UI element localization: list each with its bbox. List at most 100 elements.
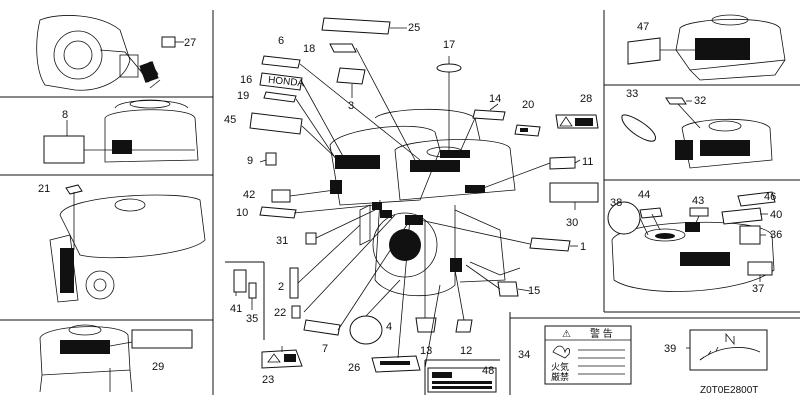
callout-15: 15 <box>528 285 540 297</box>
label-16-decal <box>259 72 303 91</box>
label-31-decal <box>305 232 317 245</box>
callout-10: 10 <box>236 207 248 219</box>
callout-1: 1 <box>580 241 586 253</box>
callout-14: 14 <box>489 93 501 105</box>
label-29-decal <box>131 329 193 349</box>
label-18-decal <box>329 43 357 53</box>
callout-44: 44 <box>638 189 650 201</box>
label-3-decal <box>336 67 366 85</box>
label-33-decal <box>621 114 656 142</box>
label-35-decal <box>248 282 257 299</box>
label-8-panel <box>43 99 199 164</box>
callout-32: 32 <box>694 95 706 107</box>
leader-lines <box>235 27 581 369</box>
callout-21: 21 <box>38 183 50 195</box>
callout-28: 28 <box>580 93 592 105</box>
callout-18: 18 <box>303 43 315 55</box>
label-17-decal <box>436 63 462 73</box>
label-32-33-panel <box>621 97 773 169</box>
label-43-decal <box>689 207 709 217</box>
callout-40: 40 <box>770 209 782 221</box>
label-1-decal <box>529 237 571 252</box>
label-11-decal <box>549 156 576 170</box>
label-13-decal <box>415 317 437 333</box>
callout-2: 2 <box>278 281 284 293</box>
label-8-decal <box>43 135 85 164</box>
callout-36: 36 <box>770 229 782 241</box>
callout-29: 29 <box>152 361 164 373</box>
callout-30: 30 <box>566 217 578 229</box>
callout-27: 27 <box>184 37 196 49</box>
warning-label-34: ⚠ 警 告 火気 厳禁 <box>544 325 632 385</box>
callout-39: 39 <box>664 343 676 355</box>
callout-4: 4 <box>386 321 392 333</box>
warning-fire-text-1: 火気 <box>551 361 569 372</box>
gauge-arc-icon <box>699 347 761 361</box>
label-25-decal <box>321 17 391 35</box>
callout-33: 33 <box>626 88 638 100</box>
callout-37: 37 <box>752 283 764 295</box>
callout-26: 26 <box>348 362 360 374</box>
warning-triangle-icon: ⚠ <box>562 329 571 340</box>
label-12-decal <box>455 319 473 333</box>
label-19-decal <box>263 91 297 103</box>
label-30-decal <box>549 182 599 203</box>
callout-6: 6 <box>278 35 284 47</box>
callout-12: 12 <box>460 345 472 357</box>
honda-brand-text: HONDA <box>268 75 305 90</box>
diagram-code: Z0T0E2800T <box>700 385 758 396</box>
label-36-decal <box>739 225 761 245</box>
callout-13: 13 <box>420 345 432 357</box>
callout-17: 17 <box>443 39 455 51</box>
loose-decals: HONDA <box>233 17 599 393</box>
warning-fire-text-2: 厳禁 <box>551 371 569 382</box>
callout-34: 34 <box>518 349 530 361</box>
label-2-decal <box>289 267 299 299</box>
callout-46: 46 <box>764 191 776 203</box>
label-21-panel <box>49 184 206 303</box>
label-47-panel <box>627 14 786 81</box>
label-45-decal <box>249 112 303 135</box>
callout-45: 45 <box>224 114 236 126</box>
callout-41: 41 <box>230 303 242 315</box>
callout-16: 16 <box>240 74 252 86</box>
label-32-decal <box>665 97 687 105</box>
callout-9: 9 <box>247 155 253 167</box>
label-9-decal <box>265 152 277 166</box>
callout-38: 38 <box>610 197 622 209</box>
callout-43: 43 <box>692 195 704 207</box>
label-14-decal <box>472 109 506 121</box>
label-40-decal <box>721 207 763 225</box>
label-7-decal <box>303 319 341 336</box>
main-engine <box>329 108 521 297</box>
warning-title: 警 告 <box>590 327 613 340</box>
callout-48: 48 <box>482 365 494 377</box>
callout-11: 11 <box>582 156 593 168</box>
label-37-decal <box>747 261 773 276</box>
gauge-label-39 <box>686 329 768 371</box>
callout-47: 47 <box>637 21 649 33</box>
callout-20: 20 <box>522 99 534 111</box>
callout-22: 22 <box>274 307 286 319</box>
label-36-46-panel <box>607 191 776 292</box>
callout-31: 31 <box>276 235 288 247</box>
panel-borders <box>0 10 800 395</box>
label-44-decal <box>639 207 663 219</box>
callout-3: 3 <box>348 100 354 112</box>
callout-42: 42 <box>243 189 255 201</box>
label-46-decal <box>737 191 776 207</box>
callout-7: 7 <box>322 343 328 355</box>
label-10-decal <box>259 206 297 219</box>
callout-23: 23 <box>262 374 274 386</box>
label-22-decal <box>291 305 301 319</box>
label-41-decal <box>233 269 247 293</box>
callout-25: 25 <box>408 22 420 34</box>
callout-8: 8 <box>62 109 68 121</box>
callout-19: 19 <box>237 90 249 102</box>
label-42-decal <box>271 189 291 203</box>
engine-side-view <box>36 15 184 91</box>
label-15-decal <box>497 281 519 297</box>
label-6-decal <box>261 55 301 69</box>
